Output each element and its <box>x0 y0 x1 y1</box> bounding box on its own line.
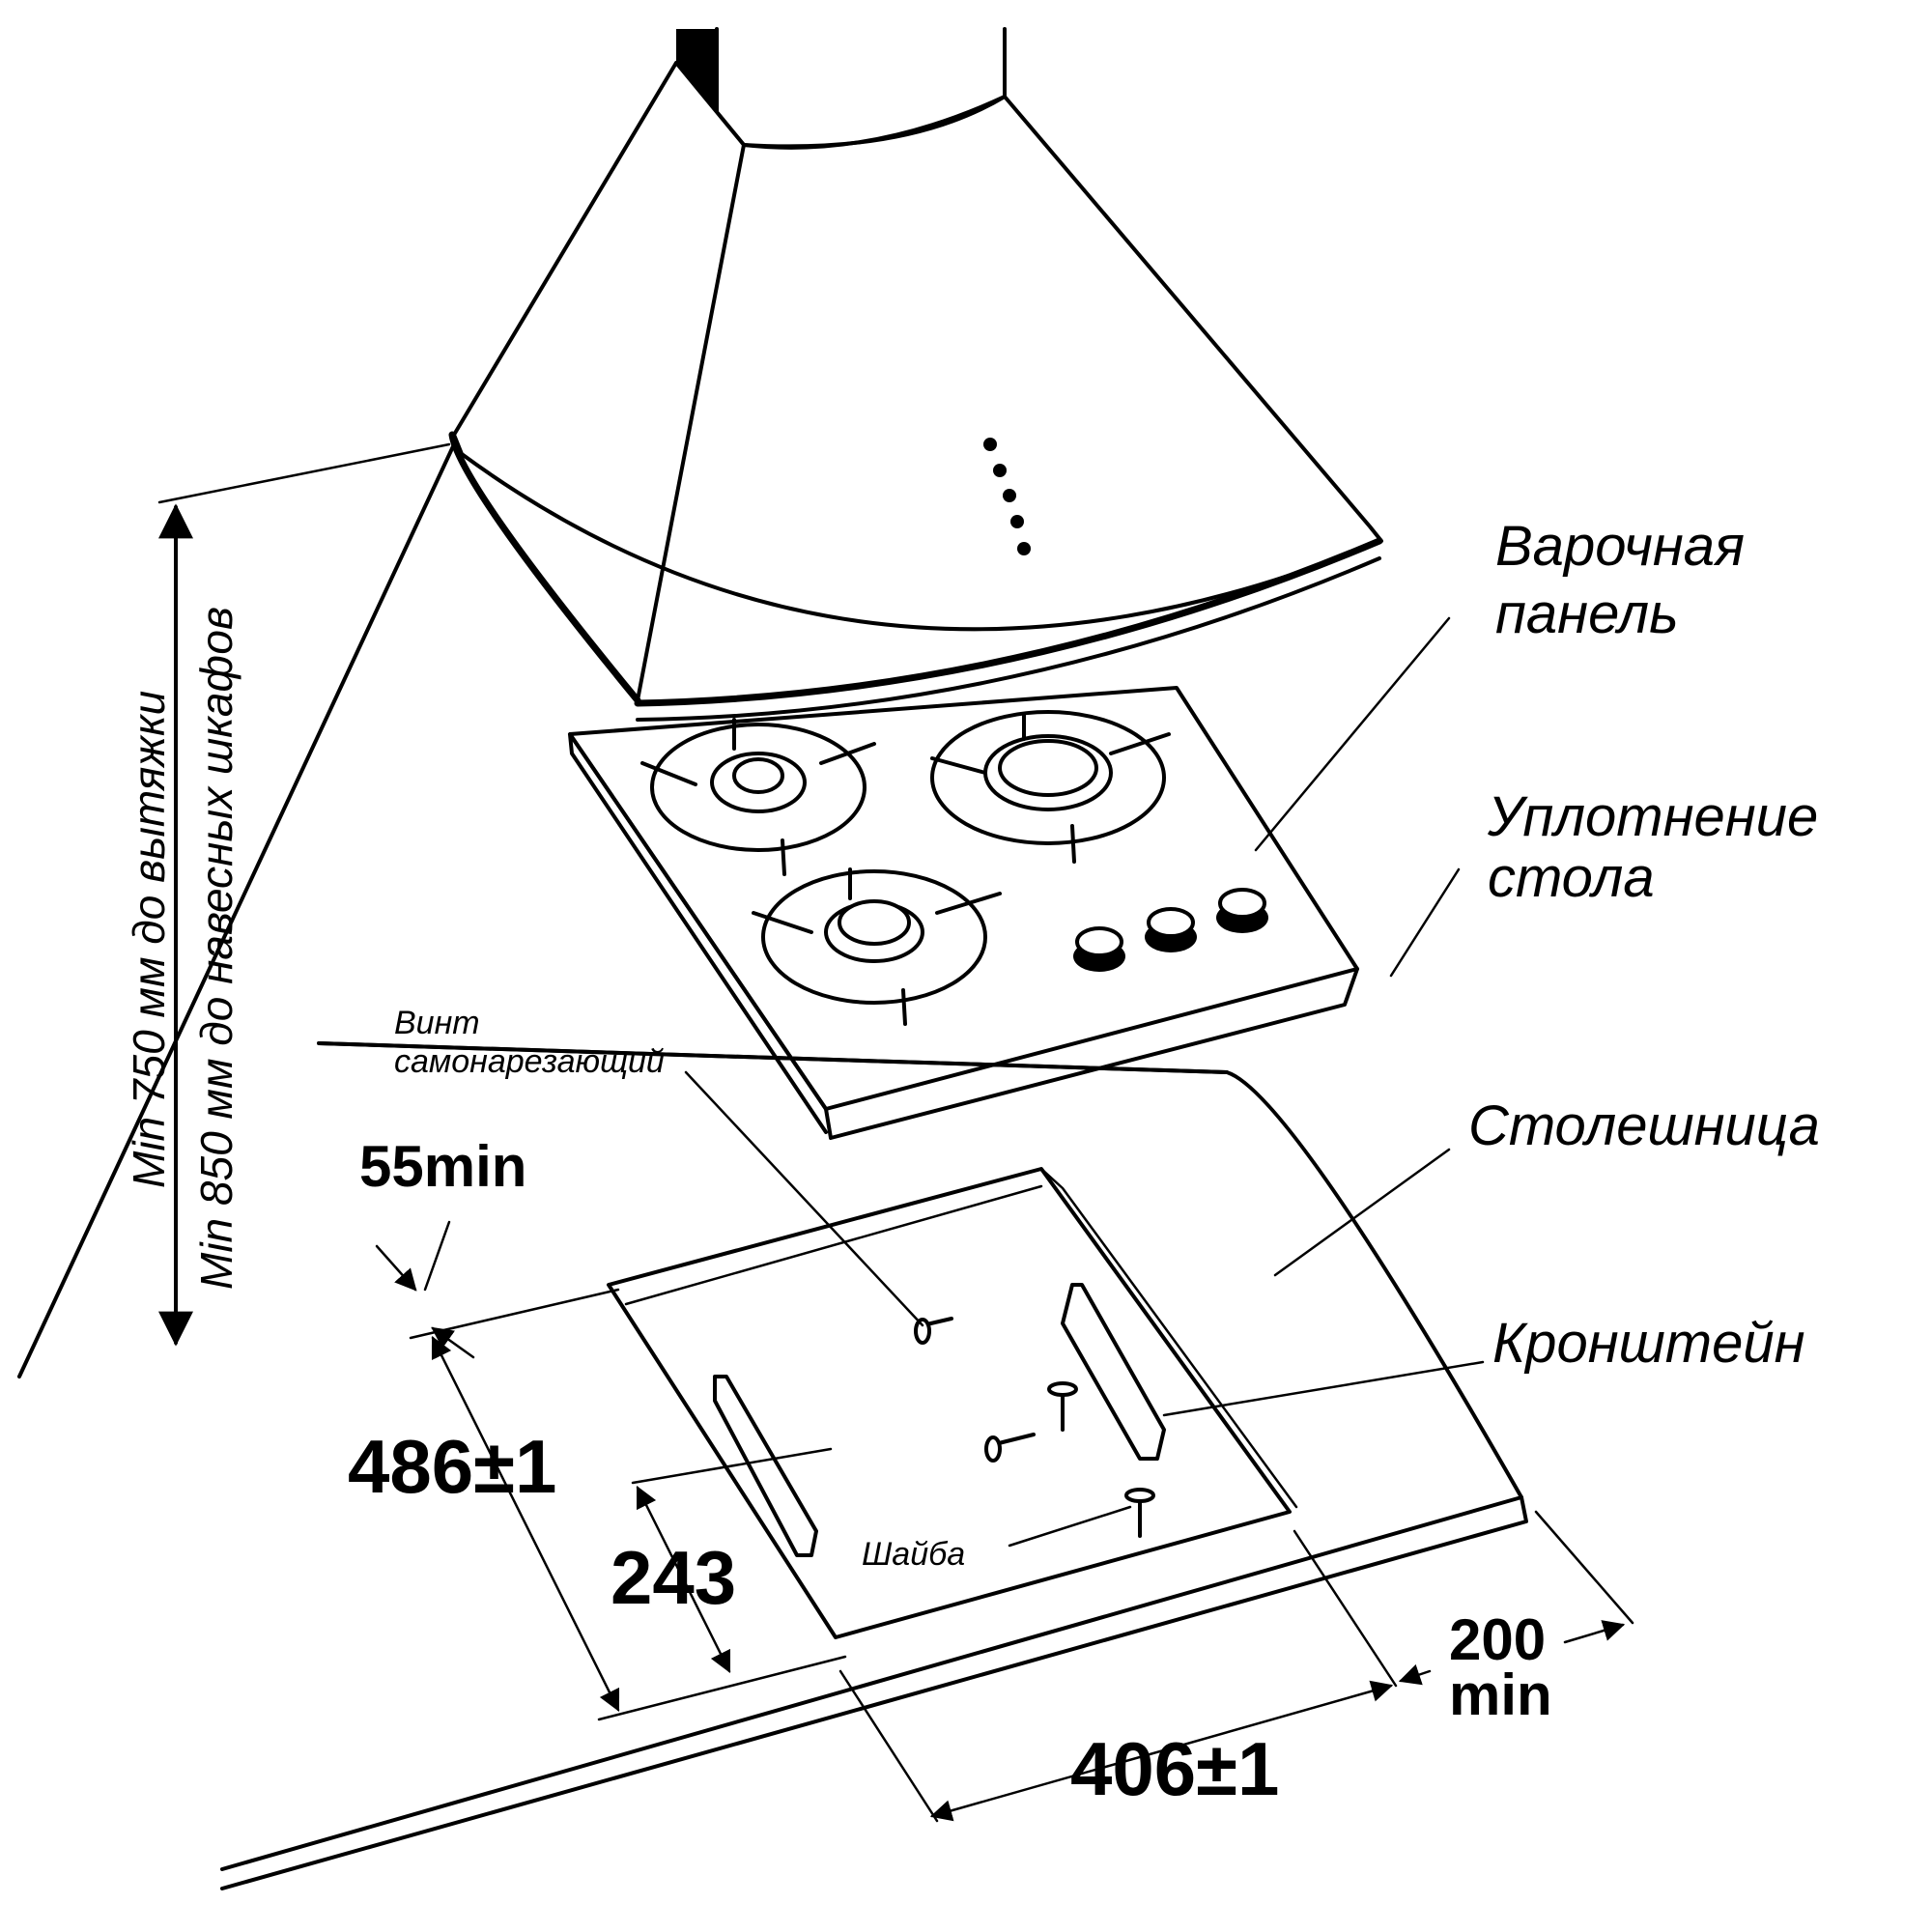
label-seal-line1: Уплотнение <box>1487 785 1818 848</box>
burner-rear-left <box>640 718 876 876</box>
dim-243-line <box>636 1485 731 1674</box>
dim-front-gap: 55min <box>359 1134 526 1199</box>
countertop <box>220 1041 1528 1890</box>
screw-2 <box>993 1433 1036 1446</box>
wall-counter-line <box>17 442 456 1378</box>
dim-486-line <box>431 1335 620 1713</box>
knob-3-top <box>1218 888 1266 919</box>
hob-side-thickness <box>824 967 1359 1140</box>
dim-406-ext-right <box>1293 1529 1398 1688</box>
dim-406-line <box>929 1680 1394 1822</box>
dim-243-extension <box>631 1447 833 1485</box>
countertop-front-edge <box>220 1041 1523 1871</box>
dim-200-arrow-left <box>1398 1663 1432 1686</box>
dim-55-extension <box>409 1288 620 1340</box>
dim-406-ext-left <box>838 1669 939 1823</box>
bracket-left <box>713 1375 818 1557</box>
cutout-inner-side <box>1039 1167 1298 1509</box>
hob-left-thickness <box>568 732 828 1134</box>
dim-depth: 486±1 <box>348 1424 556 1509</box>
hood-front-crease <box>636 143 746 702</box>
dim-55-tick <box>423 1220 451 1292</box>
burner-front-left <box>752 867 1002 1026</box>
leader-bracket <box>1162 1360 1485 1417</box>
dim-200-arrow-right <box>1563 1620 1626 1644</box>
hood-top-curve <box>742 95 1007 150</box>
hood-level-line <box>157 442 451 504</box>
label-bracket: Кронштейн <box>1492 1312 1805 1375</box>
label-screw-line2: самонарезающий <box>394 1043 665 1080</box>
hood-canopy <box>452 61 1383 632</box>
label-hob-line1: Варочная <box>1495 515 1745 578</box>
clearance-hood-text: Min 750 мм до вытяжки <box>124 691 174 1188</box>
range-hood <box>448 27 1383 722</box>
control-knobs <box>1073 888 1268 972</box>
bracket-right <box>1061 1283 1166 1461</box>
hood-rim-front-lower <box>636 556 1381 722</box>
clearance-cabinets-text: Min 850 мм до навесных шкафов <box>191 607 242 1290</box>
countertop-thickness <box>220 1495 1528 1890</box>
hood-rim-left <box>448 431 641 704</box>
knob-2-top <box>1147 907 1195 938</box>
dim-width: 406±1 <box>1070 1726 1279 1811</box>
hood-button-4 <box>1010 515 1024 528</box>
dim-side-gap-value: 200 <box>1449 1607 1546 1672</box>
leader-seal <box>1389 867 1461 978</box>
dim-200-ext <box>1534 1510 1634 1625</box>
label-screw-line1: Винт <box>394 1005 480 1041</box>
hood-button-3 <box>1003 489 1016 502</box>
leader-screw <box>684 1070 924 1327</box>
hood-button-5 <box>1017 542 1031 555</box>
hood-rim-front <box>634 537 1383 707</box>
gas-hob <box>568 686 1359 1140</box>
dim-half-depth: 243 <box>611 1535 736 1620</box>
leader-washer <box>1008 1505 1132 1548</box>
dim-55-arrow-top <box>375 1244 417 1292</box>
dim-55-arrow-bottom <box>431 1326 475 1359</box>
leader-hob <box>1254 616 1451 852</box>
knob-1-top <box>1075 926 1123 957</box>
hob-cutout <box>607 1167 1292 1639</box>
label-countertop: Столешница <box>1468 1094 1820 1157</box>
label-seal-line2: стола <box>1488 846 1655 909</box>
dim-486-extension <box>597 1655 847 1721</box>
hood-button-2 <box>993 464 1007 477</box>
burner-rear-right <box>930 710 1171 864</box>
hood-button-1 <box>983 438 997 451</box>
countertop-back-edge <box>317 1041 1229 1074</box>
label-hob-line2: панель <box>1495 582 1679 645</box>
dim-side-gap-unit: min <box>1449 1662 1552 1727</box>
label-washer: Шайба <box>862 1536 965 1573</box>
leader-countertop <box>1273 1148 1451 1277</box>
mounting-hardware <box>713 1283 1166 1557</box>
cutout-inner-back <box>624 1184 1043 1306</box>
